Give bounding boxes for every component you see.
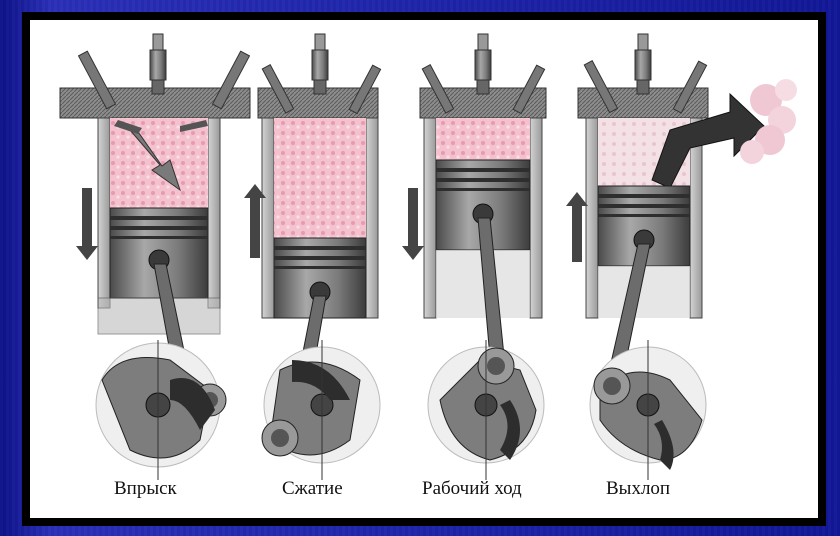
stage-intake: [60, 34, 250, 480]
crankshaft-icon: [96, 343, 226, 467]
engine-illustration: [30, 20, 818, 518]
engine-cycle-diagram: Впрыск Сжатие Рабочий ход Выхлоп: [30, 20, 818, 518]
crankshaft-icon: [262, 347, 380, 463]
cylinder-wall-right: [366, 118, 378, 318]
cylinder-wall-left: [586, 118, 598, 318]
stage-power-stroke: [402, 34, 546, 480]
down-arrow-icon: [402, 188, 424, 260]
spark-plug-icon: [635, 34, 651, 94]
cylinder-wall-right: [208, 118, 220, 308]
cylinder-wall-left: [424, 118, 436, 318]
up-arrow-icon: [566, 192, 588, 262]
spark-plug-icon: [475, 34, 491, 94]
label-exhaust: Выхлоп: [606, 478, 670, 500]
label-compression: Сжатие: [282, 478, 343, 500]
label-power-stroke: Рабочий ход: [422, 478, 522, 500]
spark-plug-icon: [312, 34, 328, 94]
stage-exhaust: [566, 34, 797, 480]
down-arrow-icon: [76, 188, 98, 260]
cylinder-wall-left: [262, 118, 274, 318]
spark-plug-icon: [150, 34, 166, 94]
burning-gas: [436, 118, 530, 160]
label-intake: Впрыск: [114, 478, 177, 500]
stage-compression: [244, 34, 381, 480]
cylinder-wall-right: [530, 118, 542, 318]
cylinder-wall-left: [98, 118, 110, 308]
compressed-mixture: [274, 118, 366, 238]
